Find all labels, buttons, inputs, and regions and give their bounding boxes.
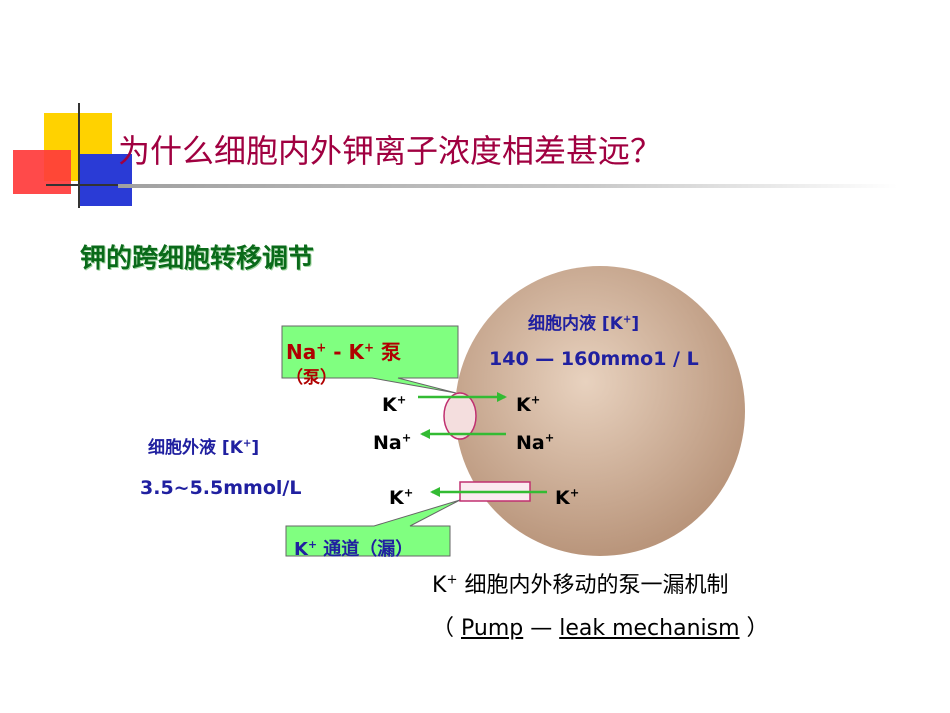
pump-ellipse xyxy=(443,392,477,440)
caption-line2: （ Pump — leak mechanism ） xyxy=(432,616,769,641)
ion-k-inside-bottom: K+ xyxy=(555,485,580,509)
ion-na-inside: Na+ xyxy=(516,430,555,454)
title-underline xyxy=(118,184,898,188)
icf-value: 140 — 160mmo1 / L xyxy=(489,348,699,370)
channel-label: K+ 通道（漏） xyxy=(294,538,414,560)
channel-callout-bubble xyxy=(285,499,461,557)
caption-line1: K+ 细胞内外移动的泵一漏机制 xyxy=(432,572,729,598)
ion-na-outside: Na+ xyxy=(373,430,412,454)
ion-k-outside-top: K+ xyxy=(382,392,407,416)
corner-red-block xyxy=(13,150,71,194)
corner-blue-block xyxy=(80,154,132,206)
corner-horizontal-line xyxy=(46,184,124,186)
ecf-label: 细胞外液 [K+] xyxy=(148,438,260,458)
page-title: 为什么细胞内外钾离子浓度相差甚远？ xyxy=(118,132,663,170)
icf-label: 细胞内液 [K+] xyxy=(528,314,640,334)
ecf-value: 3.5~5.5mmol/L xyxy=(140,477,302,499)
section-subtitle: 钾的跨细胞转移调节 xyxy=(80,244,315,274)
pump-callout-bubble xyxy=(281,325,459,394)
corner-vertical-line xyxy=(78,103,80,208)
ion-k-inside-top: K+ xyxy=(516,392,541,416)
caption-leak: leak mechanism xyxy=(559,616,740,641)
ion-k-outside-bottom: K+ xyxy=(389,485,414,509)
caption-pump: Pump xyxy=(461,616,524,641)
pump-label-line2: （泵） xyxy=(286,368,337,388)
pump-label: Na+ - K+ 泵 xyxy=(286,340,402,364)
